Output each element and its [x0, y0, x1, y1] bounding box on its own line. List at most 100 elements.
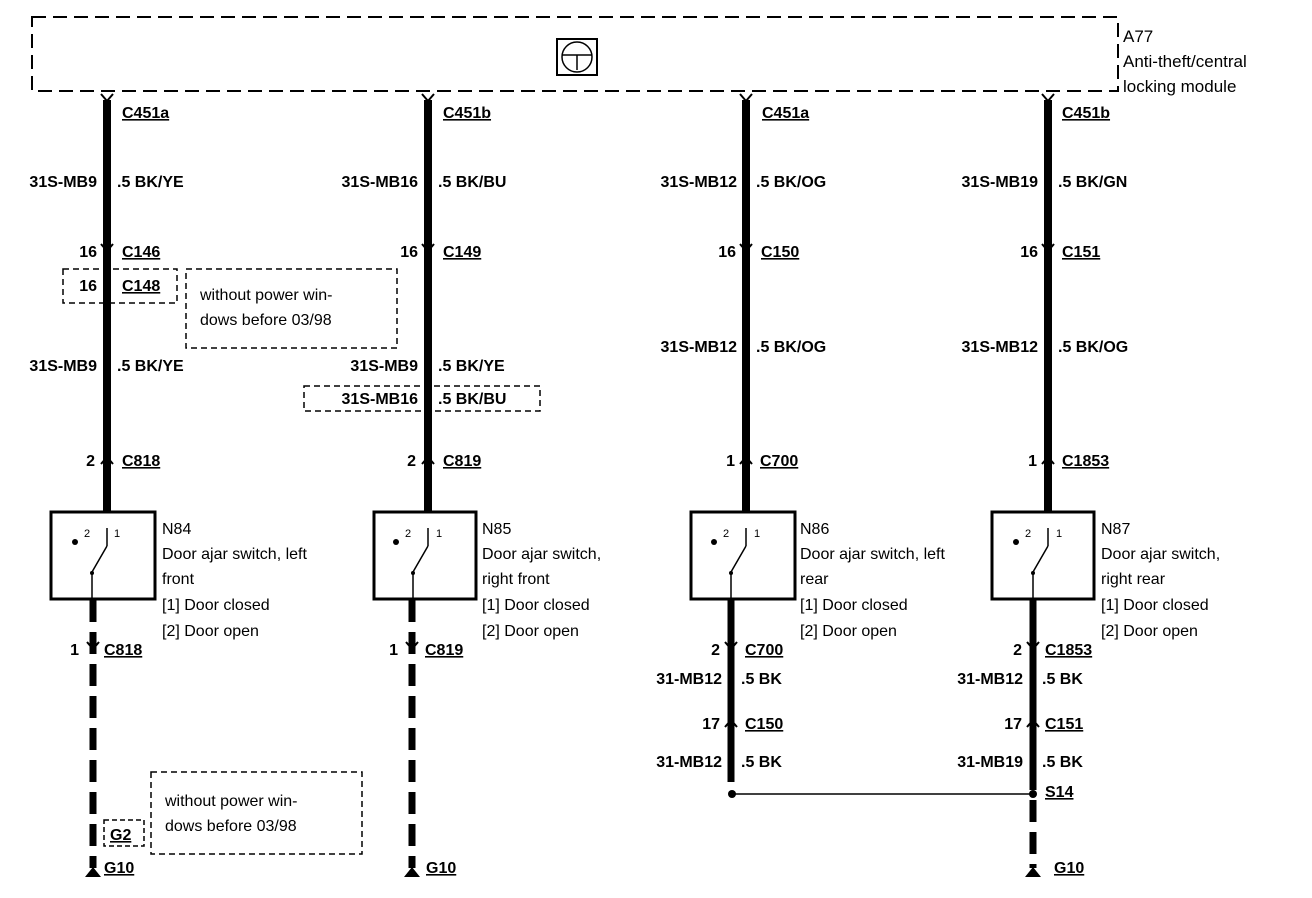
note-line: dows before 03/98: [200, 312, 332, 329]
pin-number: 16: [79, 278, 97, 295]
switch-pin-label: 1: [754, 528, 760, 540]
connector-label: C819: [425, 642, 463, 659]
note-line: dows before 03/98: [165, 818, 297, 835]
pin-number: 2: [407, 453, 416, 470]
wire-spec: .5 BK/OG: [1058, 339, 1128, 356]
switch-box: [49, 510, 157, 601]
connector-label: C150: [761, 244, 799, 261]
note-line: without power win-: [164, 793, 298, 810]
switch-state: [1] Door closed: [162, 597, 270, 614]
pin-number: 17: [1004, 716, 1022, 733]
wire-spec: .5 BK/BU: [438, 391, 506, 408]
connector-label: C149: [443, 244, 481, 261]
note-box: [185, 268, 398, 349]
connector-chevron-icon: [739, 93, 753, 103]
switch-box: [689, 510, 797, 601]
alt-connector-box: [62, 268, 178, 304]
switch-symbol-icon: [1013, 528, 1049, 598]
connector-chevron-icon: [421, 93, 435, 103]
connector-label: C451a: [122, 105, 169, 122]
connector-chevron-icon: [421, 243, 435, 253]
connector-chevron-icon: [1026, 718, 1040, 728]
connector-chevron-icon: [405, 641, 419, 651]
wire-spec: .5 BK/YE: [117, 174, 184, 191]
connector-chevron-icon: [1041, 93, 1055, 103]
pin-number: 17: [702, 716, 720, 733]
ground-label: G10: [1054, 860, 1084, 877]
wire-spec: .5 BK/BU: [438, 174, 506, 191]
wire-spec: .5 BK: [741, 754, 782, 771]
connector-label: C150: [745, 716, 783, 733]
switch-pin-label: 1: [436, 528, 442, 540]
switch-name: Door ajar switch, left: [800, 546, 945, 563]
switch-name: right front: [482, 571, 550, 588]
connector-chevron-icon: [86, 641, 100, 651]
module-box: [31, 16, 1119, 92]
switch-name: right rear: [1101, 571, 1166, 588]
pin-number: 2: [711, 642, 720, 659]
module-name-line2: locking module: [1123, 77, 1237, 96]
wire-id: 31S-MB16: [342, 174, 419, 191]
switch-state: [2] Door open: [800, 623, 897, 640]
wire-id: 31S-MB9: [29, 174, 97, 191]
pin-number: 1: [389, 642, 398, 659]
wire-spec: .5 BK: [1042, 671, 1083, 688]
switch-code: N87: [1101, 521, 1130, 538]
pin-number: 1: [1028, 453, 1037, 470]
switch-name: Door ajar switch,: [482, 546, 601, 563]
wire-id: 31S-MB12: [962, 339, 1039, 356]
connector-label: C451b: [443, 105, 491, 122]
connector-label: C151: [1062, 244, 1100, 261]
connector-label: C451b: [1062, 105, 1110, 122]
connector-label: C451a: [762, 105, 809, 122]
wire-id: 31S-MB16: [342, 391, 419, 408]
wire-id: 31S-MB9: [29, 358, 97, 375]
wire-id: 31-MB19: [957, 754, 1023, 771]
switch-pin-label: 2: [84, 528, 90, 540]
wire-spec: .5 BK/GN: [1058, 174, 1127, 191]
wire-id: 31-MB12: [957, 671, 1023, 688]
wire-spec: .5 BK/OG: [756, 339, 826, 356]
ground-label: G10: [426, 860, 456, 877]
wire-spec: .5 BK: [741, 671, 782, 688]
switch-pin-label: 1: [114, 528, 120, 540]
connector-label: C148: [122, 278, 160, 295]
connector-chevron-icon: [100, 455, 114, 465]
switch-symbol-icon: [72, 528, 108, 598]
connector-chevron-icon: [1041, 455, 1055, 465]
connector-chevron-icon: [421, 455, 435, 465]
pin-number: 16: [79, 244, 97, 261]
circuit-n84: C451a 31S-MB9 .5 BK/YE 16 C146 16 C148 w…: [29, 93, 398, 877]
connector-label: C819: [443, 453, 481, 470]
module-name-line1: Anti-theft/central: [1123, 52, 1247, 71]
module-symbol-icon: [556, 38, 598, 76]
splice-node: [1029, 790, 1037, 798]
pin-number: 1: [726, 453, 735, 470]
ground-label: G2: [110, 827, 131, 844]
connector-chevron-icon: [100, 243, 114, 253]
wire-id: 31S-MB12: [661, 174, 738, 191]
switch-code: N84: [162, 521, 191, 538]
switch-name: front: [162, 571, 195, 588]
wire-id: 31-MB12: [656, 671, 722, 688]
switch-state: [1] Door closed: [1101, 597, 1209, 614]
wire-spec: .5 BK/YE: [117, 358, 184, 375]
connector-chevron-icon: [724, 641, 738, 651]
switch-pin-label: 1: [1056, 528, 1062, 540]
connector-label: C818: [122, 453, 160, 470]
switch-state: [1] Door closed: [800, 597, 908, 614]
circuit-n86: C451a 31S-MB12 .5 BK/OG 16 C150 31S-MB12…: [656, 93, 1033, 798]
pin-number: 16: [400, 244, 418, 261]
wire-id: 31S-MB9: [350, 358, 418, 375]
pin-number: 2: [86, 453, 95, 470]
note-line: without power win-: [199, 287, 333, 304]
module-code: A77: [1123, 27, 1154, 46]
connector-label: C1853: [1062, 453, 1109, 470]
splice-label: S14: [1045, 784, 1074, 801]
switch-name: Door ajar switch, left: [162, 546, 307, 563]
connector-label: C1853: [1045, 642, 1092, 659]
switch-state: [2] Door open: [1101, 623, 1198, 640]
wire-spec: .5 BK: [1042, 754, 1083, 771]
